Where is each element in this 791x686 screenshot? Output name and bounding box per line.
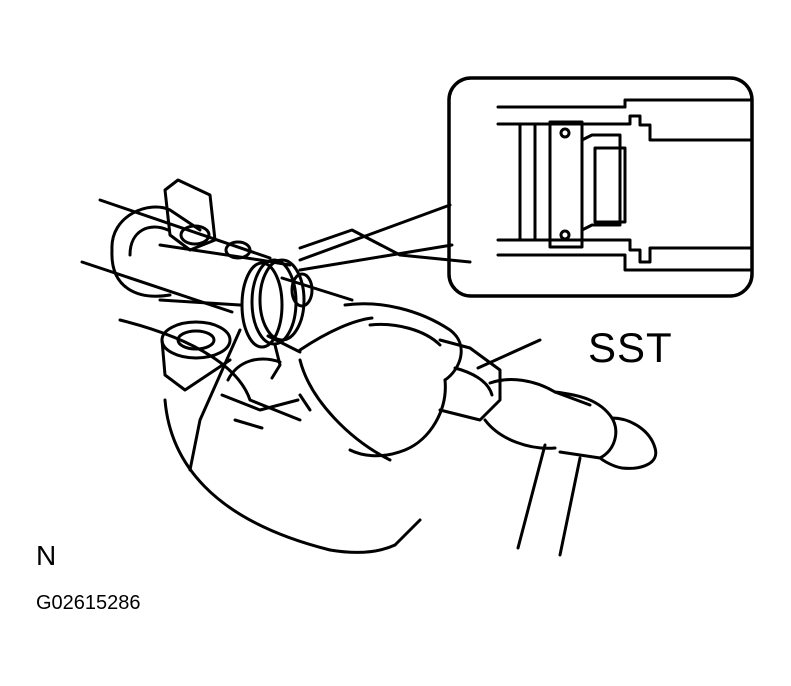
sst-label: SST xyxy=(588,324,673,371)
view-letter-label: N xyxy=(36,540,57,571)
sst-tool xyxy=(266,272,542,422)
steering-rack-end xyxy=(110,178,292,392)
gear-housing xyxy=(80,198,472,554)
detail-inset xyxy=(447,76,754,298)
hammer xyxy=(483,378,658,557)
oil-seal-rings xyxy=(240,258,306,380)
hand xyxy=(220,302,463,462)
detail-leader-lines xyxy=(298,203,454,272)
figure-id-label: G02615286 xyxy=(36,592,141,614)
